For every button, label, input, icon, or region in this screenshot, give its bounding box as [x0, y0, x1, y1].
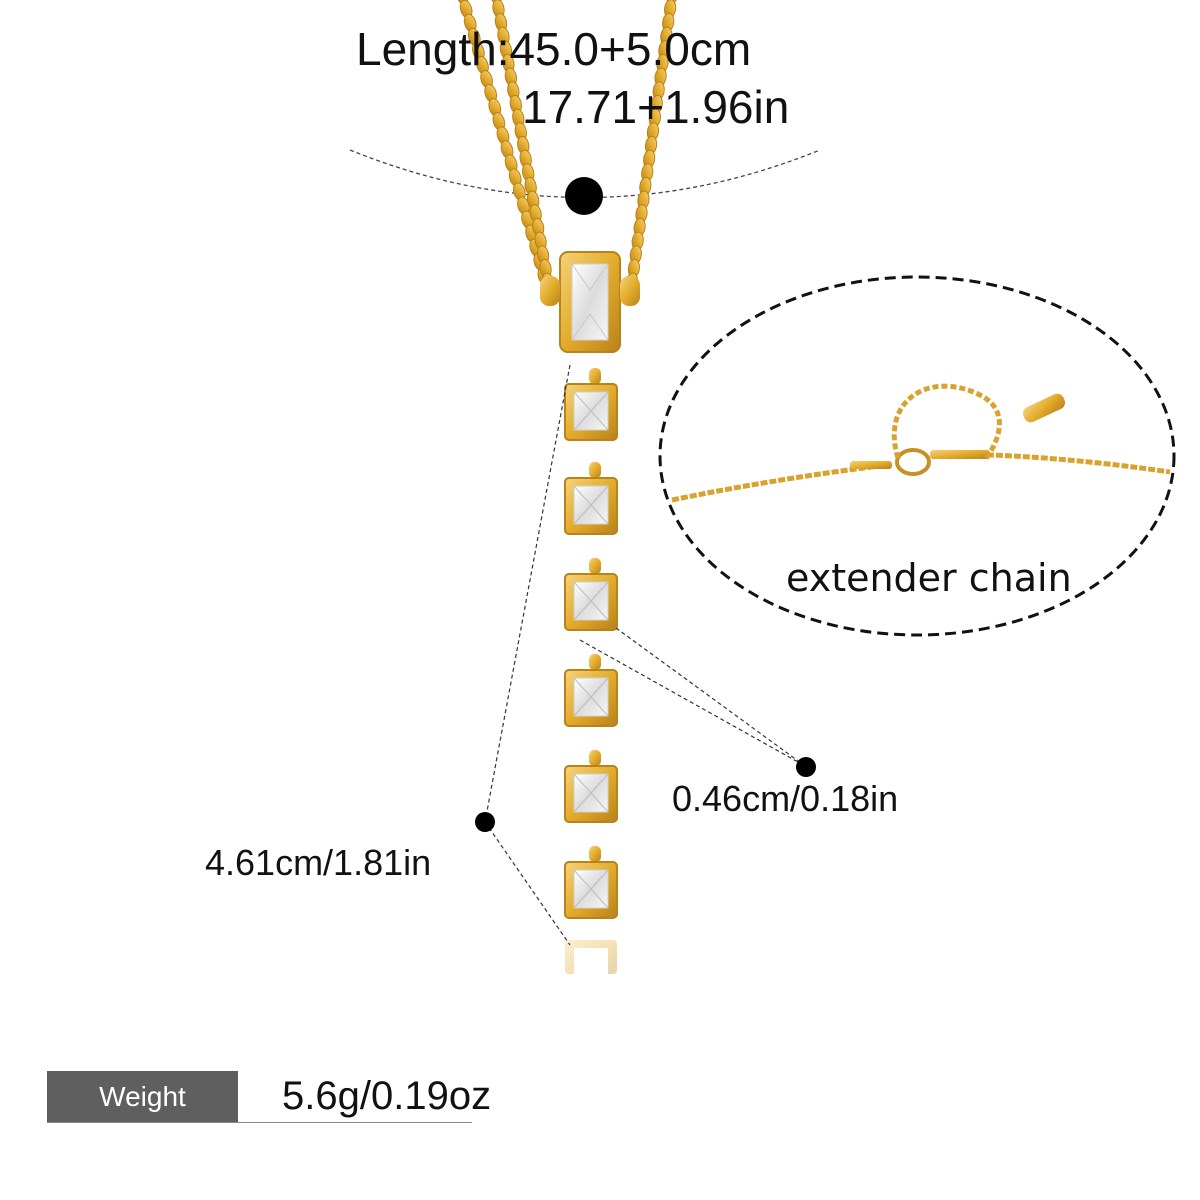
pendant-length-leader-1: [484, 364, 571, 823]
pendant-stone-faded: [565, 940, 617, 974]
weight-underline: [47, 1122, 472, 1123]
weight-label: Weight: [47, 1071, 238, 1122]
pendant-stone: [564, 654, 618, 727]
stone-width-label: 0.46cm/0.18in: [672, 778, 899, 819]
pendant-length-leader-2: [484, 821, 571, 946]
pendant-length-dot: [475, 812, 495, 832]
main-chain: [455, 0, 679, 300]
pendant-stone: [564, 368, 618, 441]
weight-value: 5.6g/0.19oz: [282, 1074, 492, 1118]
length-in-label: 17.71+1.96in: [522, 81, 790, 133]
extender-callout-ellipse: [658, 275, 1176, 637]
neck-dot: [565, 177, 603, 215]
stone-width-dot: [796, 757, 816, 777]
pendant-stone: [564, 462, 618, 535]
extender-chain-photo: [671, 383, 1171, 503]
pendant-stone: [564, 750, 618, 823]
stone-width-leader-1: [579, 639, 806, 767]
pendant-stone: [564, 558, 618, 631]
pendant-stones: [564, 368, 618, 974]
pendant-stone: [564, 846, 618, 919]
length-cm-label: Length:45.0+5.0cm: [356, 23, 752, 75]
extender-chain-label: extender chain: [786, 556, 1072, 600]
pendant-length-label: 4.61cm/1.81in: [205, 842, 432, 883]
stone-width-leader-2: [615, 627, 806, 767]
pendant-bail: [540, 251, 640, 353]
